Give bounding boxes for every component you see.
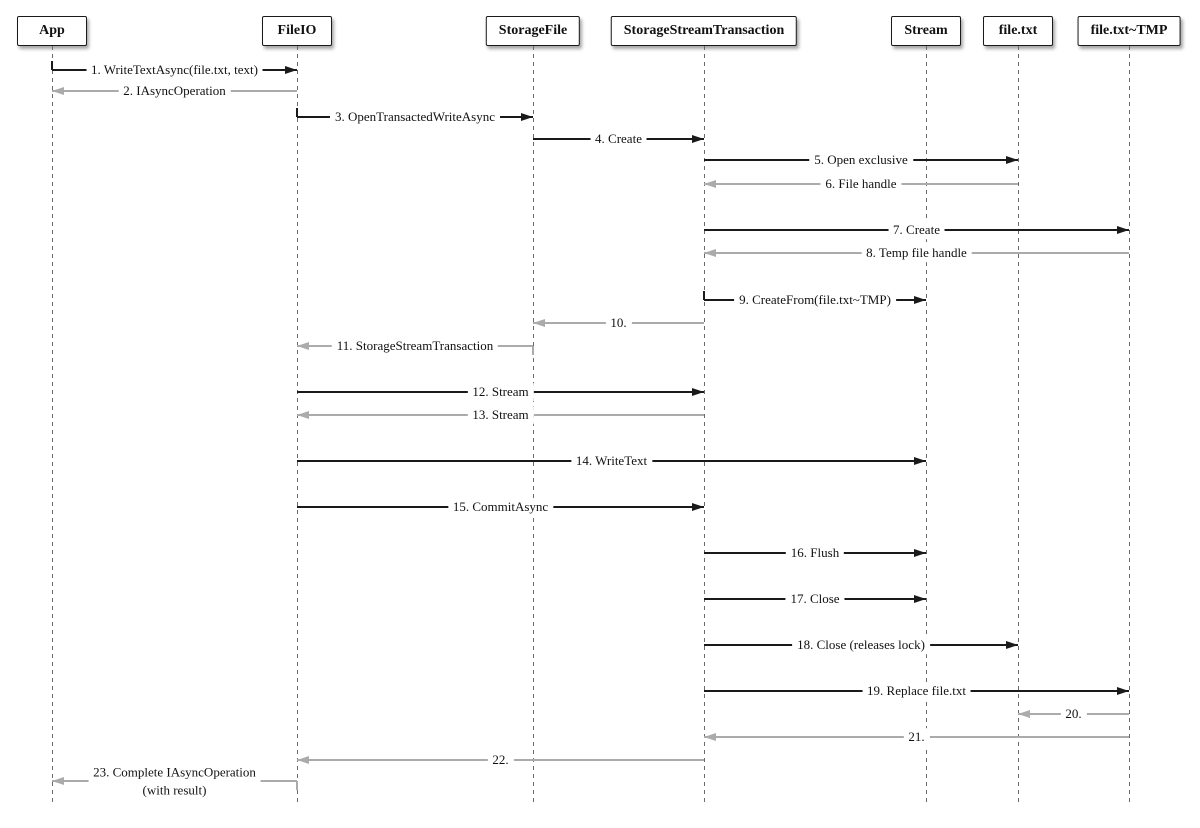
lifeline-filetxt [1017,46,1019,806]
message-21-arrowhead [704,732,716,741]
message-1-label: 1. WriteTextAsync(file.txt, text) [86,61,263,79]
message-5-arrowhead [1006,155,1018,164]
message-17-arrowhead [914,594,926,603]
message-19-label: 19. Replace file.txt [862,682,971,700]
message-11-elbow [532,346,534,355]
message-17-label: 17. Close [785,590,845,608]
participant-box-sst: StorageStreamTransaction [610,16,798,46]
message-20-label: 20. [1060,705,1087,723]
message-10-arrowhead [533,318,545,327]
message-1-arrowhead [285,65,297,74]
message-16-arrowhead [914,548,926,557]
message-15-arrowhead [692,502,704,511]
message-11-arrowhead [297,341,309,350]
participant-box-filetxt: file.txt [983,16,1053,46]
message-21-label: 21. [903,728,930,746]
lifeline-storagefile [532,46,534,806]
message-1-elbow [51,61,53,70]
participant-box-fileio: FileIO [262,16,332,46]
message-8-arrowhead [704,248,716,257]
message-18-label: 18. Close (releases lock) [792,636,930,654]
message-14-label: 14. WriteText [570,452,653,470]
message-16-label: 16. Flush [785,544,845,562]
message-3-elbow [296,108,298,117]
message-10-label: 10. [605,314,632,332]
message-7-arrowhead [1117,225,1129,234]
message-23-label: 23. Complete IAsyncOperation (with resul… [88,763,261,799]
message-4-arrowhead [692,134,704,143]
message-4-label: 4. Create [590,130,647,148]
message-7-label: 7. Create [888,221,945,239]
message-22-arrowhead [297,755,309,764]
message-9-elbow [703,291,705,300]
message-13-arrowhead [297,410,309,419]
message-15-label: 15. CommitAsync [447,498,554,516]
message-20-arrowhead [1018,709,1030,718]
participant-box-stream: Stream [891,16,961,46]
message-19-arrowhead [1117,686,1129,695]
participant-box-app: App [17,16,87,46]
participant-box-storagefile: StorageFile [485,16,581,46]
message-23-elbow [296,781,298,790]
message-14-arrowhead [914,456,926,465]
message-11-label: 11. StorageStreamTransaction [331,337,499,355]
lifeline-fileio [296,46,298,806]
message-2-arrowhead [52,86,64,95]
message-12-label: 12. Stream [467,383,534,401]
message-6-label: 6. File handle [820,175,902,193]
message-3-arrowhead [521,112,533,121]
message-13-label: 13. Stream [467,406,534,424]
lifeline-filetmp [1128,46,1130,806]
lifeline-sst [703,46,705,806]
message-22-label: 22. [487,751,514,769]
participant-box-filetmp: file.txt~TMP [1077,16,1181,46]
message-5-label: 5. Open exclusive [809,151,913,169]
message-9-arrowhead [914,295,926,304]
message-12-arrowhead [692,387,704,396]
message-23-arrowhead [52,776,64,785]
lifeline-stream [925,46,927,806]
message-3-label: 3. OpenTransactedWriteAsync [329,108,501,126]
message-8-label: 8. Temp file handle [861,244,972,262]
message-2-label: 2. IAsyncOperation [118,82,231,100]
message-18-arrowhead [1006,640,1018,649]
message-9-label: 9. CreateFrom(file.txt~TMP) [734,291,896,309]
message-6-arrowhead [704,179,716,188]
lifeline-app [51,46,53,806]
